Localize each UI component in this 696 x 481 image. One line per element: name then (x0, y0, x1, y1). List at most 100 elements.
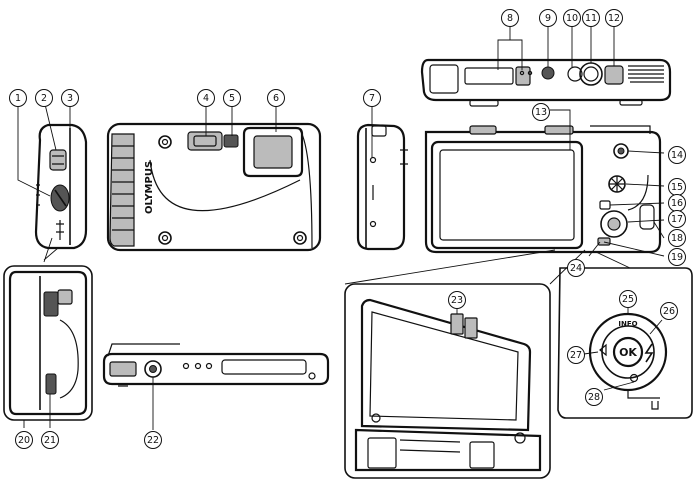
self-timer-icon (629, 373, 639, 383)
callout-label: 9 (545, 13, 551, 24)
callout-circle (567, 346, 585, 364)
callout-circle (35, 89, 53, 107)
camera-back-view (424, 125, 662, 254)
callout-circle (563, 9, 581, 27)
callout-label: 2 (41, 93, 47, 104)
callout-label: 28 (588, 392, 600, 403)
callout-label: 11 (585, 13, 597, 24)
callout-22: 22 (144, 431, 162, 449)
callout-8: 8 (501, 9, 519, 27)
callout-circle (197, 89, 215, 107)
callout-14: 14 (668, 146, 686, 164)
callout-16: 16 (668, 194, 686, 212)
callout-label: 8 (507, 13, 513, 24)
camera-front-view: OLYMPUS (106, 122, 322, 252)
callout-10: 10 (563, 9, 581, 27)
callout-circle (267, 89, 285, 107)
info-button-label: INFO (618, 320, 637, 328)
callout-20: 20 (15, 431, 33, 449)
callout-circle (61, 89, 79, 107)
callout-27: 27 (567, 346, 585, 364)
callout-25: 25 (619, 290, 637, 308)
callout-label: 25 (622, 294, 634, 305)
callout-28: 28 (585, 388, 603, 406)
callout-label: 16 (671, 198, 683, 209)
callout-label: 14 (671, 150, 683, 161)
callout-circle (619, 290, 637, 308)
trash-icon (650, 397, 660, 410)
callout-circle (605, 9, 623, 27)
callout-circle (9, 89, 27, 107)
dial-detail-view: OK INFO (557, 251, 693, 419)
callout-1: 1 (9, 89, 27, 107)
callout-circle (15, 431, 33, 449)
callout-9: 9 (539, 9, 557, 27)
arrow-left-icon (599, 343, 607, 357)
callout-circle (668, 229, 686, 247)
callout-circle (668, 146, 686, 164)
callout-label: 26 (663, 306, 675, 317)
flash-icon (644, 343, 654, 363)
callout-label: 21 (44, 435, 56, 446)
callout-label: 12 (608, 13, 620, 24)
callout-12: 12 (605, 9, 623, 27)
callout-19: 19 (668, 248, 686, 266)
callout-circle (539, 9, 557, 27)
camera-right-side-view (356, 123, 408, 251)
screen-tilt-detail-view (344, 249, 586, 479)
callout-circle (41, 431, 59, 449)
callout-circle (668, 248, 686, 266)
callout-label: 4 (203, 93, 209, 104)
callout-circle (582, 9, 600, 27)
callout-circle (532, 103, 550, 121)
callout-label: 3 (67, 93, 73, 104)
callout-label: 1 (15, 93, 21, 104)
callout-3: 3 (61, 89, 79, 107)
callout-11: 11 (582, 9, 600, 27)
callout-circle (448, 291, 466, 309)
callout-4: 4 (197, 89, 215, 107)
callout-circle (668, 210, 686, 228)
callout-21: 21 (41, 431, 59, 449)
callout-label: 27 (570, 350, 582, 361)
callout-6: 6 (267, 89, 285, 107)
callout-17: 17 (668, 210, 686, 228)
ok-button-label: OK (619, 346, 637, 359)
callout-circle (144, 431, 162, 449)
callout-circle (567, 259, 585, 277)
callout-label: 19 (671, 252, 683, 263)
callout-15: 15 (668, 178, 686, 196)
camera-left-side-view (34, 123, 88, 250)
callout-7: 7 (363, 89, 381, 107)
callout-label: 24 (570, 263, 582, 274)
callout-26: 26 (660, 302, 678, 320)
callout-label: 23 (451, 295, 463, 306)
callout-label: 15 (671, 182, 683, 193)
camera-top-view (420, 58, 672, 107)
callout-label: 20 (18, 435, 30, 446)
brand-logo: OLYMPUS (144, 161, 155, 214)
callout-13: 13 (532, 103, 550, 121)
callout-5: 5 (223, 89, 241, 107)
callout-23: 23 (448, 291, 466, 309)
callout-label: 18 (671, 233, 683, 244)
callout-circle (585, 388, 603, 406)
callout-circle (501, 9, 519, 27)
connector-detail-view (3, 237, 93, 421)
callout-label: 22 (147, 435, 159, 446)
callout-18: 18 (668, 229, 686, 247)
callout-circle (223, 89, 241, 107)
callout-24: 24 (567, 259, 585, 277)
callout-2: 2 (35, 89, 53, 107)
callout-label: 13 (535, 107, 547, 118)
callout-label: 10 (566, 13, 578, 24)
callout-label: 6 (273, 93, 279, 104)
callout-label: 5 (229, 93, 235, 104)
callout-circle (660, 302, 678, 320)
callout-label: 17 (671, 214, 683, 225)
callout-label: 7 (369, 93, 375, 104)
camera-bottom-view (102, 343, 330, 387)
